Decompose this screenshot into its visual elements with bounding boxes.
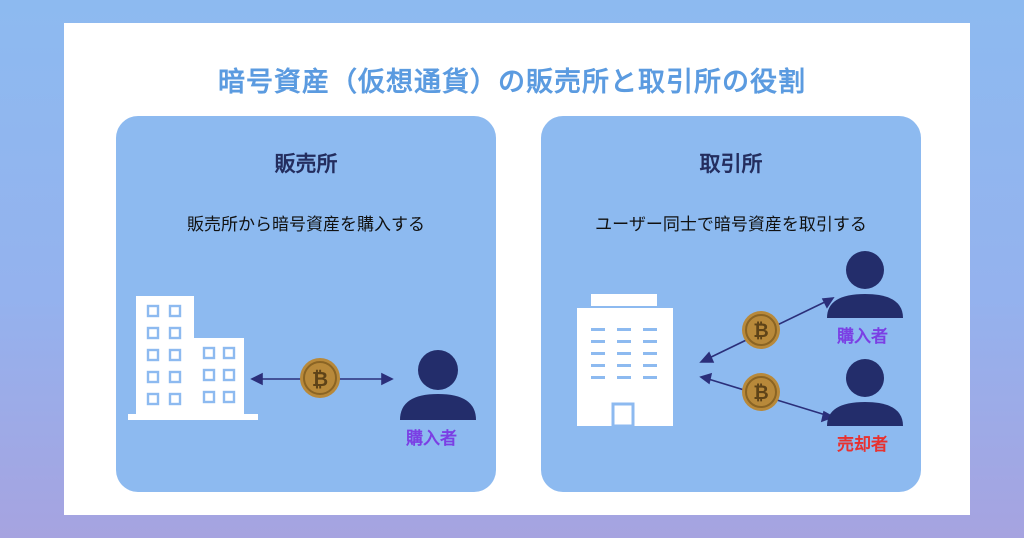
bitcoin-coin-icon: ₿ [742, 373, 780, 411]
dealer-panel-description: 販売所から暗号資産を購入する [187, 215, 425, 235]
dealer-panel: 販売所 販売所から暗号資産を購入する [116, 116, 496, 492]
exchange-panel: 取引所 ユーザー同士で暗号資産を取引する [541, 116, 921, 492]
svg-text:₿: ₿ [312, 367, 328, 391]
bitcoin-coin-icon: ₿ [742, 311, 780, 349]
svg-text:₿: ₿ [753, 382, 768, 404]
seller-label: 売却者 [837, 435, 888, 455]
person-icon [827, 251, 903, 318]
exchange-panel-description: ユーザー同士で暗号資産を取引する [595, 215, 867, 235]
exchange-building-icon [577, 294, 673, 428]
page-title: 暗号資産（仮想通貨）の販売所と取引所の役割 [218, 67, 806, 98]
buyer-label: 購入者 [837, 327, 888, 347]
svg-text:₿: ₿ [753, 320, 768, 342]
dealer-panel-title: 販売所 [274, 151, 338, 176]
bitcoin-coin-icon: ₿ [300, 358, 340, 398]
office-buildings-icon [128, 296, 258, 420]
dealer-diagram: ₿ [128, 296, 476, 420]
exchange-diagram: ₿ ₿ [577, 251, 903, 428]
buyer-label: 購入者 [406, 429, 457, 449]
person-icon [827, 359, 903, 426]
person-icon [400, 350, 476, 420]
exchange-panel-title: 取引所 [699, 151, 763, 176]
